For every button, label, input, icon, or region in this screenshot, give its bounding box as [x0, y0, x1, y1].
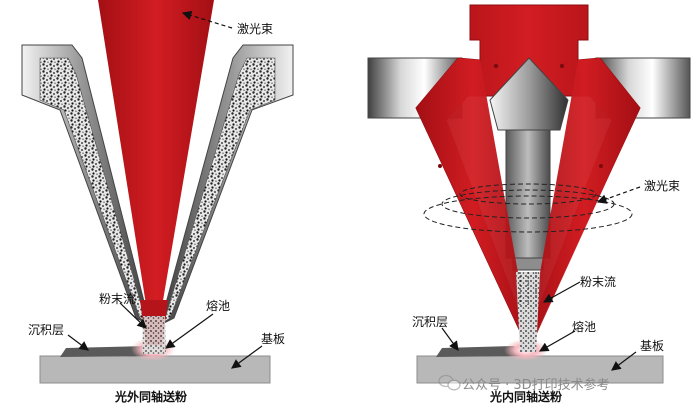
right-powder-stream: [516, 272, 540, 352]
right-substrate-label: 基板: [640, 339, 665, 353]
right-caption: 光内同轴送粉: [490, 390, 563, 404]
right-pool-arrow: [538, 330, 576, 352]
watermark-text: 公众号 · 3D打印技术参考: [462, 378, 610, 393]
right-beam-ellipse-3: [423, 195, 633, 233]
right-deposit-label: 沉积层: [412, 315, 449, 329]
right-laser-arrow: [596, 186, 641, 204]
right-diagram: [367, 4, 691, 384]
left-diagram: [21, 0, 294, 384]
left-powder-arrow: [119, 302, 147, 329]
left-pool-arrow: [165, 313, 214, 349]
left-laser-beam: [98, 0, 214, 330]
right-pool-label: 熔池: [572, 320, 597, 334]
left-nozzle-right-wall: [159, 44, 294, 326]
right-beam-ellipse-1: [459, 183, 597, 205]
right-laser-label: 激光束: [644, 179, 681, 193]
left-pool-label: 熔池: [206, 299, 231, 313]
right-powder-label: 粉末流: [580, 275, 617, 289]
left-substrate-label: 基板: [261, 332, 286, 346]
right-deposit-arrow: [441, 327, 459, 351]
left-substrate-arrow: [231, 345, 263, 369]
left-laser-label: 激光束: [237, 22, 274, 36]
right-powder-arrow: [542, 281, 581, 303]
right-powder-tube: [505, 129, 551, 259]
right-center-cone: [489, 57, 569, 131]
left-powder-label: 粉末流: [99, 292, 136, 306]
left-caption: 光外同轴送粉: [115, 390, 188, 404]
left-deposit-label: 沉积层: [28, 323, 65, 337]
right-substrate-arrow: [611, 351, 637, 371]
left-powder-stream: [142, 316, 166, 354]
watermark-icon: [438, 374, 461, 391]
right-substrate: [416, 355, 664, 384]
left-deposit-arrow: [67, 334, 89, 351]
left-laser-arrow: [181, 10, 233, 29]
